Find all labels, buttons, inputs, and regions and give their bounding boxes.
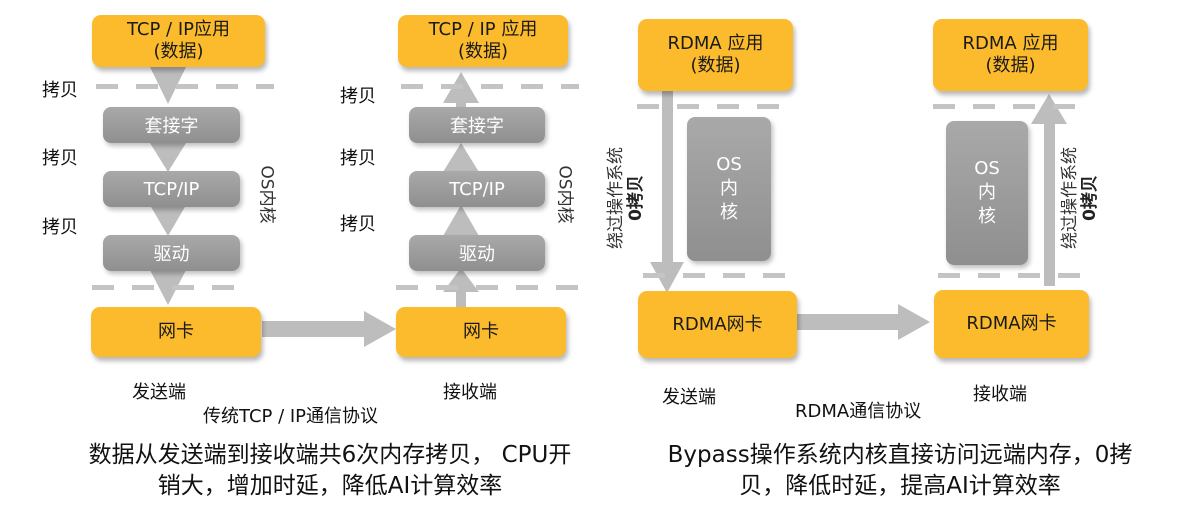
horizontal-arrow-shaft [797, 314, 903, 330]
rdma-receiver-nic-box: RDMA网卡 [934, 290, 1089, 358]
layer-label: 驱动 [459, 244, 495, 265]
up-arrow-shaft [456, 290, 466, 308]
rdma-sender-app-box: RDMA 应用 (数据) [638, 19, 793, 91]
tcp-caption: 数据从发送端到接收端共6次内存拷贝， CPU开 销大，增加时延，降低AI计算效率 [40, 440, 620, 502]
layer-label: TCP/IP [143, 178, 200, 200]
tcp-receiver-tcpip-layer: TCP/IP [409, 171, 545, 207]
zero-copy-text: 0拷贝 [1080, 175, 1100, 221]
down-arrow [150, 205, 186, 236]
up-arrow [443, 143, 479, 172]
caption-line: 销大，增加时延，降低AI计算效率 [157, 473, 503, 499]
horizontal-arrow-head [898, 304, 930, 340]
layer-label: 套接字 [144, 116, 199, 137]
user-kernel-boundary [96, 84, 274, 89]
bypass-label: 绕过操作系统 0拷贝 [606, 138, 646, 258]
nic-label: RDMA网卡 [966, 313, 1057, 334]
tcp-receiver-driver-layer: 驱动 [409, 235, 545, 271]
os-kernel-text: 核 [978, 206, 996, 227]
copy-label: 拷贝 [42, 148, 78, 169]
bypass-text: 绕过操作系统 [1060, 147, 1080, 249]
kernel-hardware-boundary [396, 285, 579, 290]
app-title: RDMA 应用 [962, 33, 1059, 54]
protocol-label: 传统TCP / IP通信协议 [203, 406, 379, 427]
app-subtitle: (数据) [690, 55, 741, 76]
bypass-label: 绕过操作系统 0拷贝 [1060, 138, 1100, 258]
rdma-sender-os-kernel-box: OS 内 核 [687, 117, 771, 261]
app-title: TCP / IP应用 [126, 19, 231, 40]
caption-line: 数据从发送端到接收端共6次内存拷贝， CPU开 [88, 442, 572, 468]
rdma-sender-nic-box: RDMA网卡 [638, 291, 797, 358]
tcp-receiver-socket-layer: 套接字 [409, 107, 545, 143]
copy-label: 拷贝 [42, 80, 78, 101]
copy-label: 拷贝 [340, 214, 376, 235]
os-kernel-label: OS内核 [256, 165, 277, 224]
user-kernel-boundary [637, 104, 785, 109]
nic-label: RDMA网卡 [672, 313, 763, 335]
os-kernel-label: OS内核 [554, 165, 575, 224]
app-subtitle: (数据) [153, 41, 204, 62]
nic-label: 网卡 [158, 321, 194, 342]
horizontal-arrow-head [364, 311, 396, 347]
os-kernel-text: OS [716, 154, 742, 175]
bypass-arrow-shaft [662, 86, 673, 266]
up-arrow-shaft [456, 100, 466, 108]
copy-label: 拷贝 [340, 86, 376, 107]
receiver-label: 接收端 [443, 382, 497, 403]
rdma-receiver-app-box: RDMA 应用 (数据) [933, 19, 1088, 91]
caption-line: Bypass操作系统内核直接访问远端内存，0拷 [667, 442, 1133, 468]
horizontal-arrow-shaft [262, 321, 368, 337]
receiver-label: 接收端 [973, 384, 1027, 405]
app-subtitle: (数据) [985, 55, 1036, 76]
os-kernel-text: OS [974, 158, 1000, 179]
rdma-caption: Bypass操作系统内核直接访问远端内存，0拷 贝，降低时延，提高AI计算效率 [630, 440, 1170, 502]
kernel-hardware-boundary [938, 273, 1086, 278]
sender-label: 发送端 [662, 387, 716, 408]
kernel-hardware-boundary [92, 285, 240, 290]
zero-copy-text: 0拷贝 [626, 175, 646, 221]
os-kernel-text: 内 [978, 182, 996, 203]
copy-label: 拷贝 [42, 217, 78, 238]
app-title: RDMA 应用 [667, 33, 764, 54]
tcp-receiver-nic-box: 网卡 [396, 307, 566, 357]
rdma-receiver-os-kernel-box: OS 内 核 [946, 121, 1028, 265]
bypass-arrow-shaft [1044, 122, 1055, 286]
os-kernel-text: 核 [720, 202, 738, 223]
layer-label: TCP/IP [449, 178, 505, 200]
tcp-sender-nic-box: 网卡 [91, 307, 261, 357]
app-title: TCP / IP 应用 [428, 19, 538, 40]
copy-label: 拷贝 [340, 148, 376, 169]
protocol-label: RDMA通信协议 [795, 401, 922, 422]
layer-label: 套接字 [450, 116, 504, 137]
tcp-receiver-app-box: TCP / IP 应用 (数据) [398, 15, 568, 67]
tcp-sender-driver-layer: 驱动 [103, 235, 240, 271]
user-kernel-boundary [401, 84, 579, 89]
kernel-hardware-boundary [643, 273, 791, 278]
tcp-sender-app-box: TCP / IP应用 (数据) [92, 15, 265, 67]
nic-label: 网卡 [463, 321, 499, 342]
caption-line: 贝，降低时延，提高AI计算效率 [739, 473, 1061, 499]
user-kernel-boundary [933, 104, 1081, 109]
bypass-arrow-head [1031, 94, 1067, 124]
app-subtitle: (数据) [457, 41, 509, 62]
sender-label: 发送端 [132, 382, 186, 403]
layer-label: 驱动 [153, 244, 190, 265]
bypass-text: 绕过操作系统 [606, 147, 626, 249]
down-arrow [150, 143, 186, 172]
os-kernel-text: 内 [720, 178, 738, 199]
tcp-sender-socket-layer: 套接字 [103, 107, 240, 143]
up-arrow [443, 205, 479, 236]
tcp-sender-tcpip-layer: TCP/IP [103, 171, 240, 207]
